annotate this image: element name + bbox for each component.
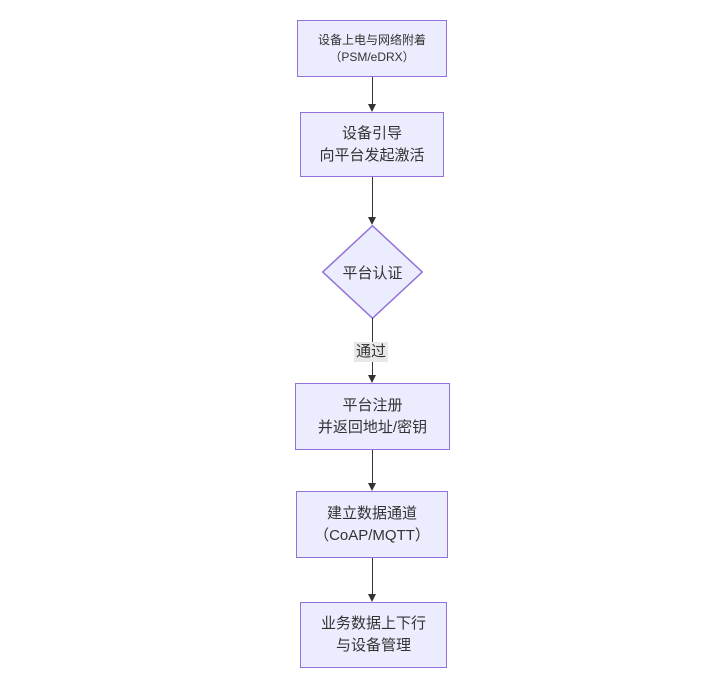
node-text-line: 向平台发起激活 xyxy=(319,146,425,164)
node-text-line: （CoAP/MQTT） xyxy=(314,526,430,544)
flow-node-platform-register: 平台注册 并返回地址/密钥 xyxy=(295,383,450,450)
edge-line xyxy=(371,177,373,217)
node-text-line: 设备上电与网络附着 xyxy=(317,32,426,47)
node-text-line: 并返回地址/密钥 xyxy=(317,418,428,436)
node-text-line: 平台注册 xyxy=(342,396,403,414)
flow-node-platform-auth: 平台认证 xyxy=(322,225,423,319)
edge-line xyxy=(371,450,373,483)
flow-node-data-channel: 建立数据通道 （CoAP/MQTT） xyxy=(296,491,448,558)
flow-node-bootstrap-activate: 设备引导 向平台发起激活 xyxy=(300,112,444,177)
flow-node-business-data: 业务数据上下行 与设备管理 xyxy=(300,602,447,668)
edge-line xyxy=(371,558,373,594)
edge-label-pass: 通过 xyxy=(353,342,389,362)
arrow-down-icon xyxy=(368,375,376,383)
flow-node-power-attach: 设备上电与网络附着 （PSM/eDRX） xyxy=(297,20,447,77)
arrow-down-icon xyxy=(368,483,376,491)
node-text-line: 平台认证 xyxy=(342,264,403,282)
node-text-line: 设备引导 xyxy=(341,124,402,142)
node-text-line: 与设备管理 xyxy=(335,637,411,654)
arrow-down-icon xyxy=(368,104,376,112)
node-text-line: （PSM/eDRX） xyxy=(329,49,415,64)
node-text-line: 建立数据通道 xyxy=(326,504,417,522)
arrow-down-icon xyxy=(368,594,376,602)
node-text-line: 业务数据上下行 xyxy=(320,615,426,632)
edge-line xyxy=(371,77,373,104)
arrow-down-icon xyxy=(368,217,376,225)
